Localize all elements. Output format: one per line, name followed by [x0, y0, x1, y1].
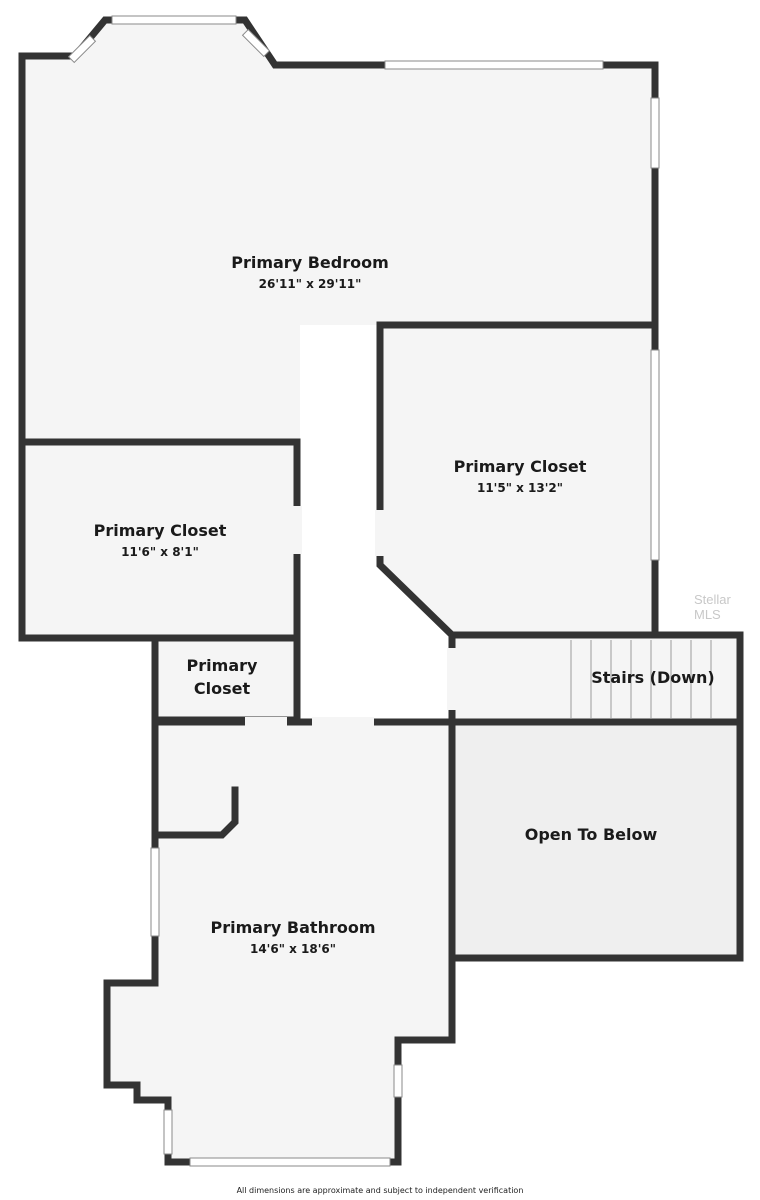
room-dims-primary-closet-left: 11'6" x 8'1" — [121, 545, 199, 559]
room-name-primary-closet-small-line2: Closet — [194, 679, 251, 698]
room-name-primary-closet-left: Primary Closet — [94, 521, 227, 540]
room-name-stairs: Stairs (Down) — [591, 668, 715, 687]
room-name-primary-closet-small-line1: Primary — [187, 656, 258, 675]
footer-note: All dimensions are approximate and subje… — [236, 1186, 524, 1195]
room-name-primary-bathroom: Primary Bathroom — [210, 918, 375, 937]
room-dims-primary-closet-right: 11'5" x 13'2" — [477, 481, 563, 495]
stair-treads — [570, 640, 712, 718]
room-dims-primary-bathroom: 14'6" x 18'6" — [250, 942, 336, 956]
floor-fills — [22, 20, 738, 1162]
door-openings — [245, 506, 457, 727]
room-name-primary-closet-right: Primary Closet — [454, 457, 587, 476]
watermark: Stellar MLS — [694, 592, 731, 622]
room-name-open-to-below: Open To Below — [525, 825, 658, 844]
room-labels: Primary Bedroom 26'11" x 29'11" Primary … — [94, 253, 715, 956]
windows — [67, 15, 660, 1167]
room-dims-primary-bedroom: 26'11" x 29'11" — [259, 277, 362, 291]
room-name-primary-bedroom: Primary Bedroom — [231, 253, 389, 272]
